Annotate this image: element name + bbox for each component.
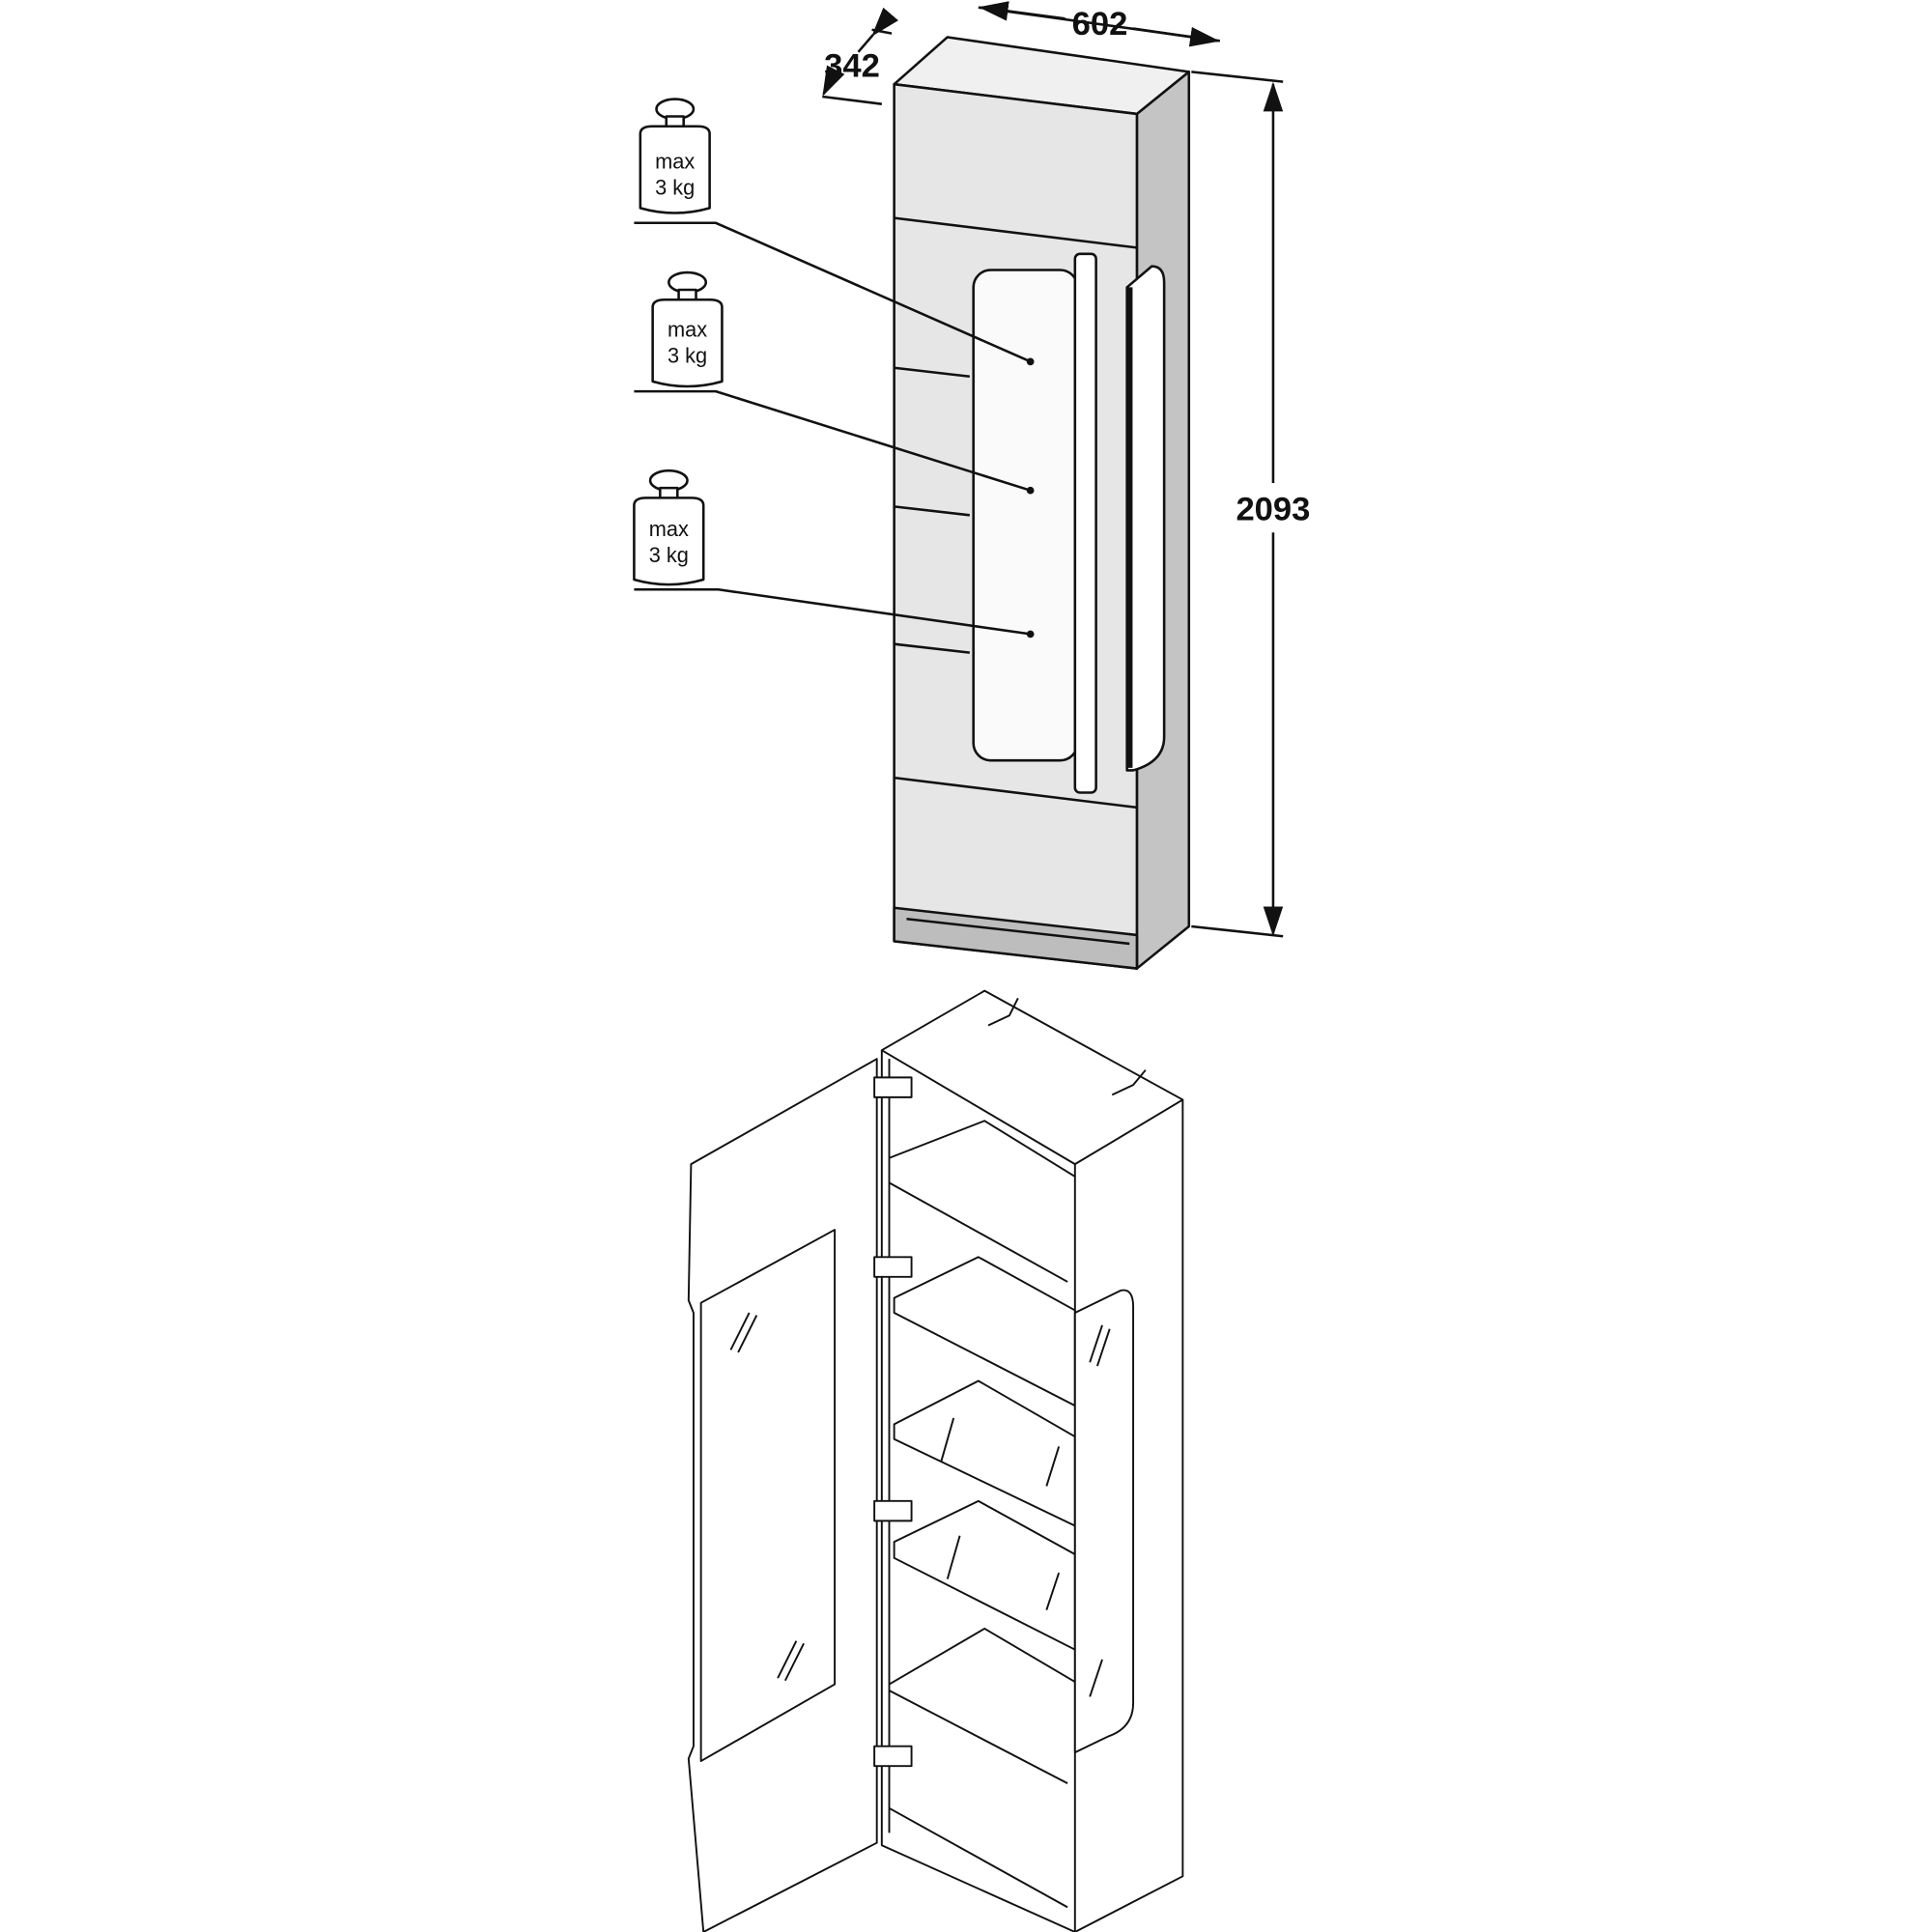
side-glass-door (1073, 1289, 1135, 1754)
door-handle (1073, 252, 1097, 794)
door-glass-panel (699, 1229, 837, 1763)
bracket-icon (1111, 1069, 1147, 1096)
weight-label-kg: 3 kg (668, 344, 707, 368)
open-cabinet (687, 989, 1184, 1932)
closed-cabinet (893, 36, 1191, 970)
weight-icon (633, 469, 705, 586)
weight-label-max: max (655, 149, 695, 173)
weight-label-max: max (668, 318, 707, 342)
glass-shelf (893, 1256, 1076, 1407)
weight-label-kg: 3 kg (649, 543, 689, 567)
dimension-lines (822, 1, 1284, 938)
leader-line (634, 221, 1032, 363)
leader-line (634, 389, 1032, 492)
hinge-icon (873, 1076, 913, 1098)
cabinet-plinth (893, 906, 1139, 970)
weight-label-max: max (649, 517, 689, 541)
width-dimension: 602 (1072, 6, 1128, 43)
carcass-top (880, 989, 1184, 1166)
height-dimension: 2093 (1236, 491, 1310, 527)
side-glass-door (1125, 265, 1166, 772)
hinge-icon (873, 1256, 913, 1278)
weight-icon (639, 98, 711, 214)
hinge-icon (873, 1745, 913, 1768)
leader-line (634, 587, 1031, 636)
hinge-icon (873, 1499, 913, 1522)
glass-shelf (893, 1499, 1076, 1651)
weight-icon (651, 270, 724, 388)
bracket-icon (987, 997, 1019, 1027)
weight-label-kg: 3 kg (655, 175, 695, 199)
depth-dimension: 342 (824, 47, 880, 84)
